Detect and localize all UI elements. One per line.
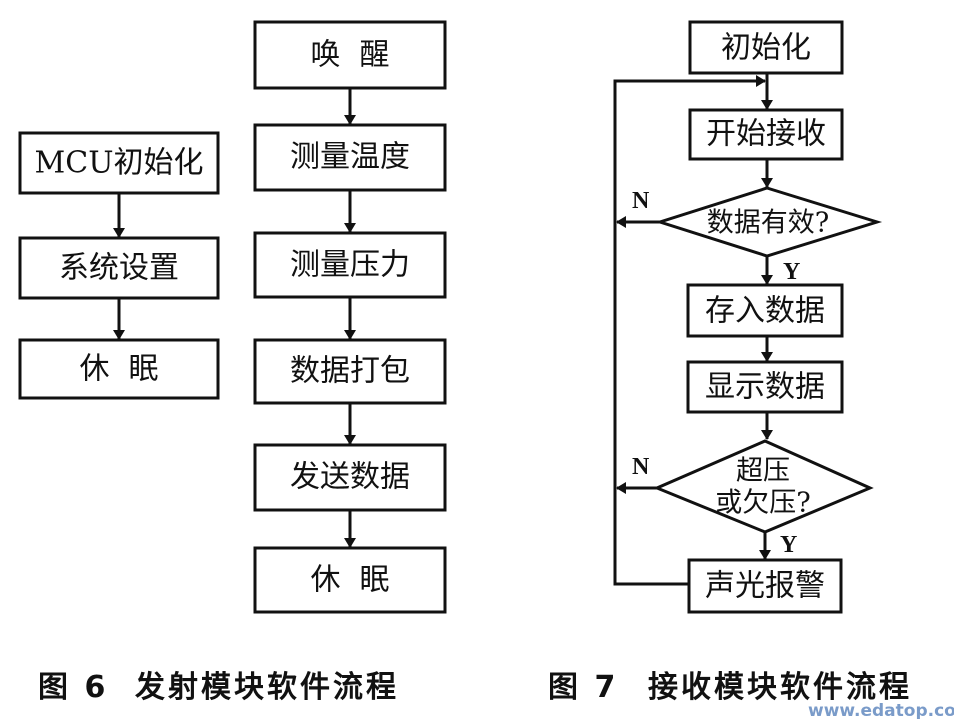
label-send-data: 发送数据 (290, 460, 410, 495)
fig7-caption-title: 接收模块软件流程 (648, 670, 912, 705)
label-init: 初始化 (721, 31, 811, 66)
label-system-setup: 系统设置 (59, 251, 179, 286)
label-sleep-2: 休 眠 (310, 563, 389, 598)
label-sleep: 休 眠 (79, 352, 158, 387)
fig6-main-flow: 唤 醒 测量温度 测量压力 数据打包 发送数据 休 眠 (253, 20, 447, 614)
box-alarm (687, 558, 843, 614)
box-send-data (253, 443, 447, 512)
label-measure-temp: 测量温度 (290, 140, 410, 175)
fig6-caption-number: 图 6 (38, 670, 108, 705)
fig6-caption-title: 发射模块软件流程 (134, 670, 399, 705)
label-measure-pressure: 测量压力 (290, 248, 410, 283)
fig7-caption-number: 图 7 (548, 670, 618, 705)
label-pressure-line2: 或欠压? (715, 488, 810, 519)
watermark: www.edatop.com (808, 701, 954, 719)
box-system-setup (18, 236, 220, 300)
label-mcu-init: MCU初始化 (35, 146, 204, 181)
box-mcu-init (18, 131, 220, 195)
label-pressure-line1: 超压 (736, 456, 790, 487)
box-sleep-2 (253, 546, 447, 614)
label-pack-data: 数据打包 (290, 354, 410, 389)
label-display-data: 显示数据 (705, 370, 825, 405)
no-label-1: N (632, 188, 650, 214)
label-data-valid: 数据有效? (707, 208, 829, 239)
box-sleep (18, 338, 220, 400)
label-start-receive: 开始接收 (706, 117, 826, 152)
box-wake (253, 20, 447, 90)
box-store-data (686, 283, 844, 338)
no-label-2: N (632, 454, 650, 480)
box-pack-data (253, 338, 447, 405)
box-display-data (686, 360, 844, 414)
box-measure-pressure (253, 231, 447, 299)
yes-label-1: Y (783, 259, 800, 285)
label-wake: 唤 醒 (310, 38, 389, 73)
box-init (688, 20, 844, 75)
label-alarm: 声光报警 (705, 569, 825, 604)
fig7-flow: 初始化 开始接收 数据有效? Y N 存入数据 显示数据 超压 或欠压? N Y… (613, 20, 883, 614)
yes-label-2: Y (780, 532, 797, 558)
loop-back-line (613, 75, 766, 586)
label-store-data: 存入数据 (705, 294, 825, 329)
fig6-left-flow: MCU初始化 系统设置 休 眠 (18, 131, 220, 400)
